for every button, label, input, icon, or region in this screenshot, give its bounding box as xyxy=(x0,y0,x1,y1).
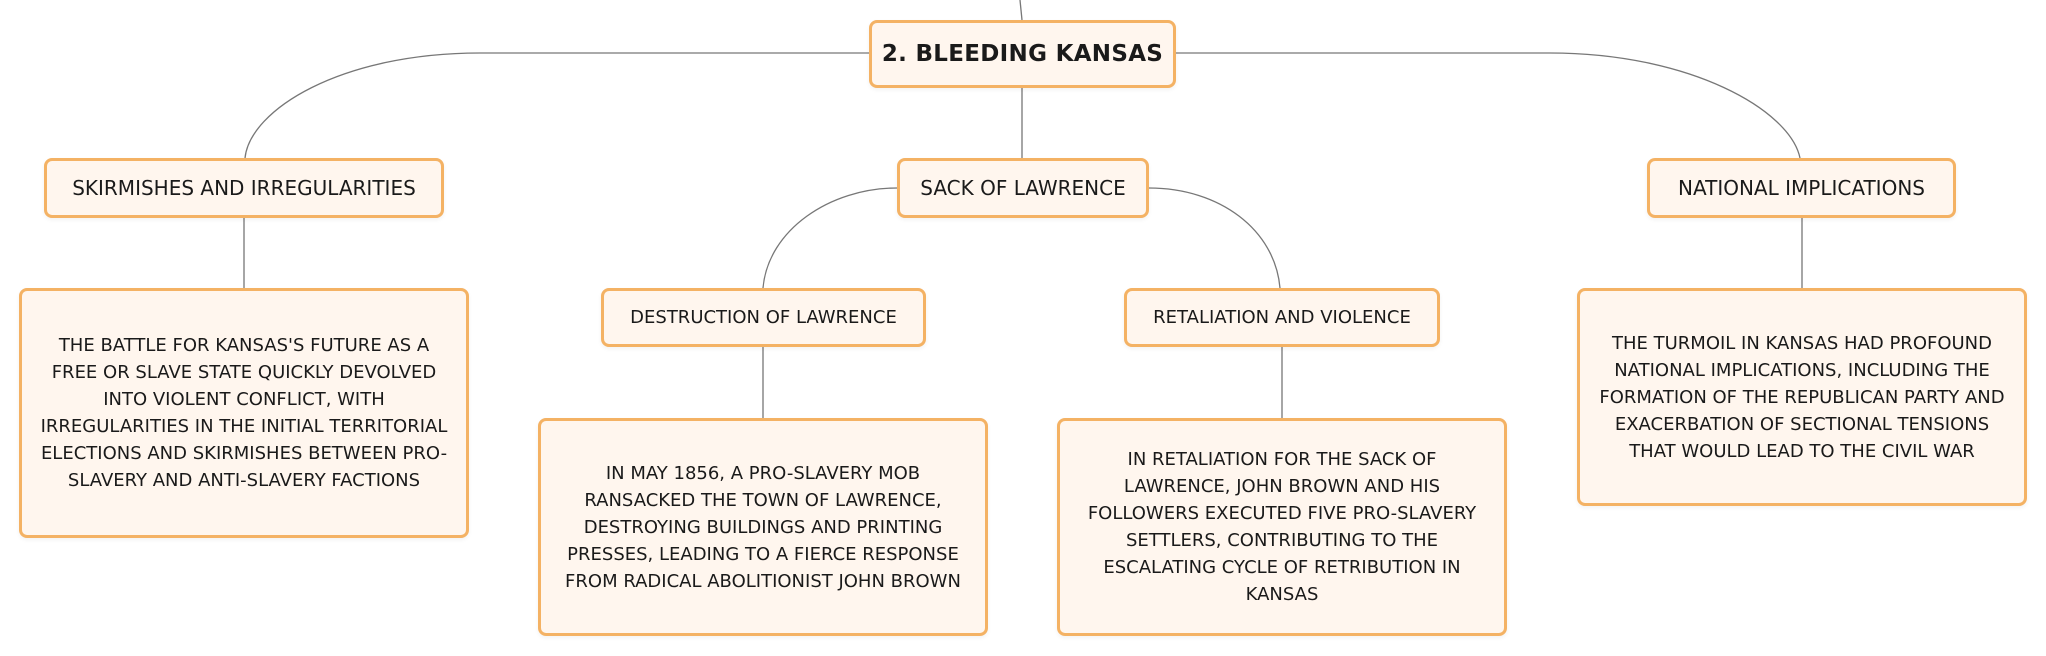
description-skirmishes[interactable]: THE BATTLE FOR KANSAS'S FUTURE AS A FREE… xyxy=(19,288,469,538)
description-destruction-text: IN MAY 1856, A PRO-SLAVERY MOB RANSACKED… xyxy=(565,462,961,592)
node-sack-label: SACK OF LAWRENCE xyxy=(920,176,1126,200)
description-skirmishes-text: THE BATTLE FOR KANSAS'S FUTURE AS A FREE… xyxy=(40,335,448,491)
description-national-text: THE TURMOIL IN KANSAS HAD PROFOUND NATIO… xyxy=(1599,332,2005,462)
connector-parent-to-root xyxy=(1019,0,1023,21)
node-destruction-label: DESTRUCTION OF LAWRENCE xyxy=(630,307,897,328)
connector-root-to-national xyxy=(1176,52,1801,159)
description-national[interactable]: THE TURMOIL IN KANSAS HAD PROFOUND NATIO… xyxy=(1577,288,2027,506)
connector-root-to-skirmishes xyxy=(244,52,869,159)
node-destruction-of-lawrence[interactable]: DESTRUCTION OF LAWRENCE xyxy=(601,288,926,347)
root-node-bleeding-kansas[interactable]: 2. BLEEDING KANSAS xyxy=(869,20,1176,88)
root-node-label: 2. BLEEDING KANSAS xyxy=(881,41,1164,67)
node-retaliation-label: RETALIATION AND VIOLENCE xyxy=(1153,307,1411,328)
node-skirmishes-and-irregularities[interactable]: SKIRMISHES AND IRREGULARITIES xyxy=(44,158,444,218)
connector-sack-to-destruction xyxy=(762,187,898,289)
description-retaliation[interactable]: IN RETALIATION FOR THE SACK OF LAWRENCE,… xyxy=(1057,418,1507,636)
node-national-implications[interactable]: NATIONAL IMPLICATIONS xyxy=(1647,158,1956,218)
node-retaliation-and-violence[interactable]: RETALIATION AND VIOLENCE xyxy=(1124,288,1440,347)
node-national-label: NATIONAL IMPLICATIONS xyxy=(1678,176,1925,200)
node-skirmishes-label: SKIRMISHES AND IRREGULARITIES xyxy=(72,176,416,200)
description-destruction[interactable]: IN MAY 1856, A PRO-SLAVERY MOB RANSACKED… xyxy=(538,418,988,636)
connector-sack-to-retaliation xyxy=(1148,187,1281,289)
node-sack-of-lawrence[interactable]: SACK OF LAWRENCE xyxy=(897,158,1149,218)
description-retaliation-text: IN RETALIATION FOR THE SACK OF LAWRENCE,… xyxy=(1087,449,1477,605)
